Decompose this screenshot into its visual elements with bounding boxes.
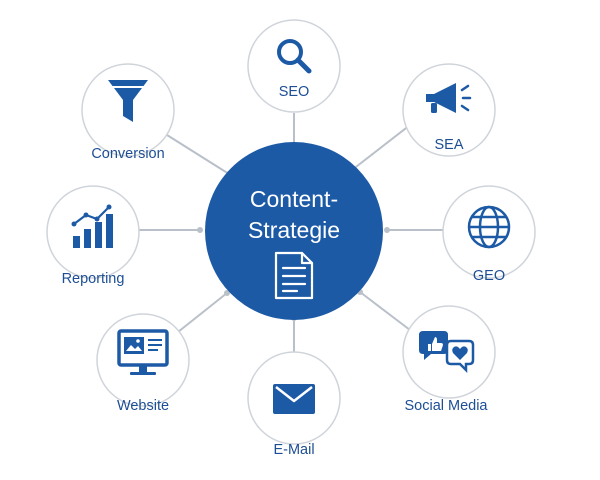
node-circle-reporting — [46, 185, 140, 279]
center-title-line1: Content- — [250, 186, 338, 212]
document-icon — [274, 251, 314, 300]
globe-icon — [467, 205, 511, 249]
envelope-icon — [273, 384, 315, 414]
connector-social — [359, 291, 411, 331]
center-node: Content- Strategie — [205, 142, 383, 320]
node-conversion: Conversion — [81, 63, 175, 162]
node-label-geo: GEO — [473, 268, 505, 284]
center-title-line2: Strategie — [248, 217, 340, 243]
connector-dot-reporting — [197, 227, 203, 233]
node-label-reporting: Reporting — [62, 271, 125, 287]
node-label-website: Website — [117, 398, 169, 414]
node-geo: GEO — [442, 185, 536, 284]
node-circle-sea — [402, 63, 496, 157]
connector-dot-geo — [384, 227, 390, 233]
connector-conversion — [166, 134, 230, 175]
node-email: E-Mail — [247, 351, 341, 458]
node-label-social-media: Social Media — [404, 398, 488, 414]
search-icon — [277, 39, 312, 74]
node-seo: SEO — [247, 19, 341, 113]
monitor-icon — [117, 329, 169, 375]
node-circle-website — [96, 313, 190, 407]
connector-dot-website — [224, 290, 230, 296]
node-circle-geo — [442, 185, 536, 279]
megaphone-icon — [426, 83, 472, 113]
node-label-conversion: Conversion — [91, 146, 164, 162]
connector-website — [177, 292, 228, 333]
center-circle — [205, 142, 383, 320]
node-reporting: Reporting — [46, 185, 140, 287]
node-social-media: Social Media — [402, 305, 496, 414]
node-label-email: E-Mail — [273, 442, 314, 458]
funnel-icon — [108, 80, 148, 122]
node-circle-seo — [247, 19, 341, 113]
node-label-seo: SEO — [279, 84, 310, 100]
bar-chart-icon — [71, 204, 113, 248]
connector-sea — [351, 124, 411, 171]
node-label-sea: SEA — [434, 137, 463, 153]
node-website: Website — [96, 313, 190, 414]
like-heart-bubbles-icon — [419, 331, 475, 374]
node-sea: SEA — [402, 63, 496, 157]
